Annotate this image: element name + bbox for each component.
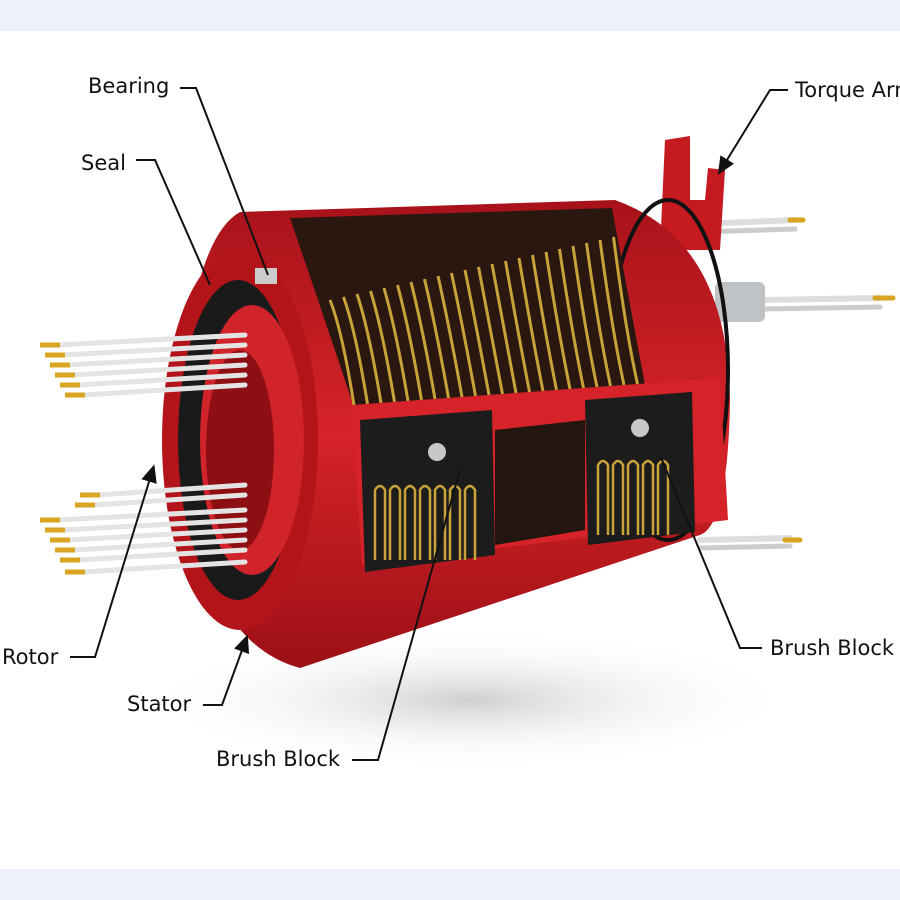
wire	[55, 332, 248, 348]
brush-block-left	[360, 410, 495, 572]
gold-ring	[382, 287, 410, 402]
gold-ring	[328, 299, 356, 406]
brush-contact	[388, 484, 402, 560]
gold-ring	[450, 272, 477, 397]
gold-ring	[585, 242, 612, 387]
wire	[80, 559, 248, 575]
gold-rings	[328, 236, 639, 406]
label-brush-block-bottom: Brush Block	[216, 747, 341, 771]
right-wires	[697, 217, 896, 551]
label-stator: Stator	[127, 692, 192, 716]
top-band	[0, 0, 900, 31]
brush-contact	[596, 459, 610, 535]
wire	[75, 547, 248, 563]
gold-ring	[612, 236, 639, 385]
bearing	[255, 268, 277, 284]
wire	[60, 517, 248, 533]
leader-stator	[203, 634, 250, 706]
brush-contact	[463, 484, 477, 560]
label-bearing: Bearing	[88, 74, 169, 98]
gold-ring	[598, 239, 626, 386]
label-seal: Seal	[81, 151, 126, 175]
leader-brush-block-bottom	[352, 469, 461, 761]
rotor-bore	[206, 350, 274, 550]
bottom-band	[0, 869, 900, 900]
brush-contact	[433, 484, 447, 560]
screw-icon	[631, 419, 649, 437]
slip-ring-core	[290, 208, 645, 410]
leader-brush-block-right	[659, 454, 762, 649]
wire	[65, 527, 248, 543]
wire	[80, 382, 248, 398]
left-wires	[40, 332, 248, 575]
wire	[95, 482, 248, 498]
leader-torque-arm	[717, 89, 788, 175]
wire	[90, 492, 248, 508]
gold-ring	[517, 257, 545, 392]
brush-contact	[403, 484, 417, 560]
torque-arm	[660, 136, 725, 250]
gold-ring	[463, 269, 491, 396]
leader-bearing	[180, 87, 269, 276]
wire	[75, 372, 248, 388]
gold-ring	[396, 284, 423, 401]
label-brush-block-right: Brush Block	[770, 636, 895, 660]
gold-ring	[504, 260, 531, 393]
wire	[60, 342, 248, 358]
gold-ring	[369, 290, 396, 403]
slip-ring-diagram: Bearing Seal Torque Arm Rotor Stator Bru…	[2, 74, 900, 771]
gold-ring	[342, 296, 369, 405]
wire	[70, 537, 248, 553]
screw-icon	[428, 443, 446, 461]
gold-ring	[544, 251, 572, 390]
gold-ring	[355, 293, 383, 404]
brush-contact	[641, 459, 655, 535]
brush-contact	[626, 459, 640, 535]
label-rotor: Rotor	[2, 645, 59, 669]
gold-ring	[558, 248, 585, 389]
wire	[55, 507, 248, 523]
gold-ring	[409, 281, 437, 400]
wire	[70, 362, 248, 378]
brush-contact	[611, 459, 625, 535]
gold-ring	[477, 266, 504, 395]
leader-seal	[136, 159, 211, 286]
gold-ring	[490, 263, 518, 394]
gold-ring	[571, 245, 599, 388]
gold-ring	[436, 275, 464, 398]
label-torque-arm: Torque Arm	[794, 78, 900, 102]
gold-ring	[531, 254, 558, 391]
gold-ring	[423, 278, 450, 399]
brush-contact	[373, 484, 387, 560]
leader-rotor	[70, 464, 157, 658]
wire	[65, 352, 248, 368]
center-rings-visible	[495, 420, 585, 545]
brush-contact	[418, 484, 432, 560]
brush-block-right	[585, 392, 695, 545]
